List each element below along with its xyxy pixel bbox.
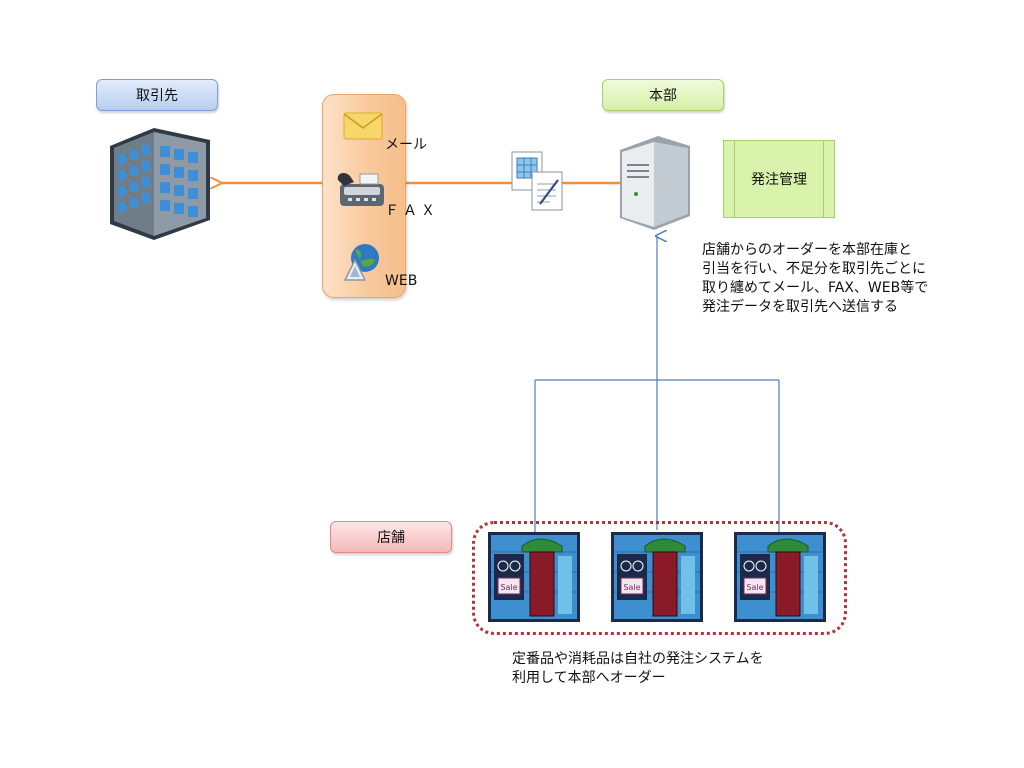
storefront-icon: Sale [611, 532, 703, 622]
envelope-icon [343, 112, 383, 140]
headquarters-tag: 本部 [602, 79, 724, 111]
store-order-note: 定番品や消耗品は自社の発注システムを 利用して本部へオーダー [512, 651, 764, 686]
office-building-icon [110, 128, 210, 240]
suppliers-tag: 取引先 [96, 79, 218, 111]
mail-label: メール [385, 137, 427, 153]
document-icon [511, 151, 563, 211]
server-icon [620, 136, 690, 230]
storefront-icon: Sale [488, 532, 580, 622]
stores-group [472, 521, 847, 635]
storefront-icon: Sale [734, 532, 826, 622]
fax-label: ＦＡＸ [385, 203, 439, 219]
order-management-box: 発注管理 [723, 140, 835, 218]
store-sign: Sale [746, 583, 763, 592]
web-label: WEB [385, 273, 418, 289]
stores-tag: 店舗 [330, 521, 452, 553]
order-management-label: 発注管理 [751, 172, 807, 188]
web-globe-icon [343, 244, 379, 281]
store-sign: Sale [500, 583, 517, 592]
hq-process-note: 店舗からのオーダーを本部在庫と 引当を行い、不足分を取引先ごとに 取り纏めてメー… [702, 242, 929, 315]
fax-icon [337, 173, 384, 206]
store-sign: Sale [623, 583, 640, 592]
